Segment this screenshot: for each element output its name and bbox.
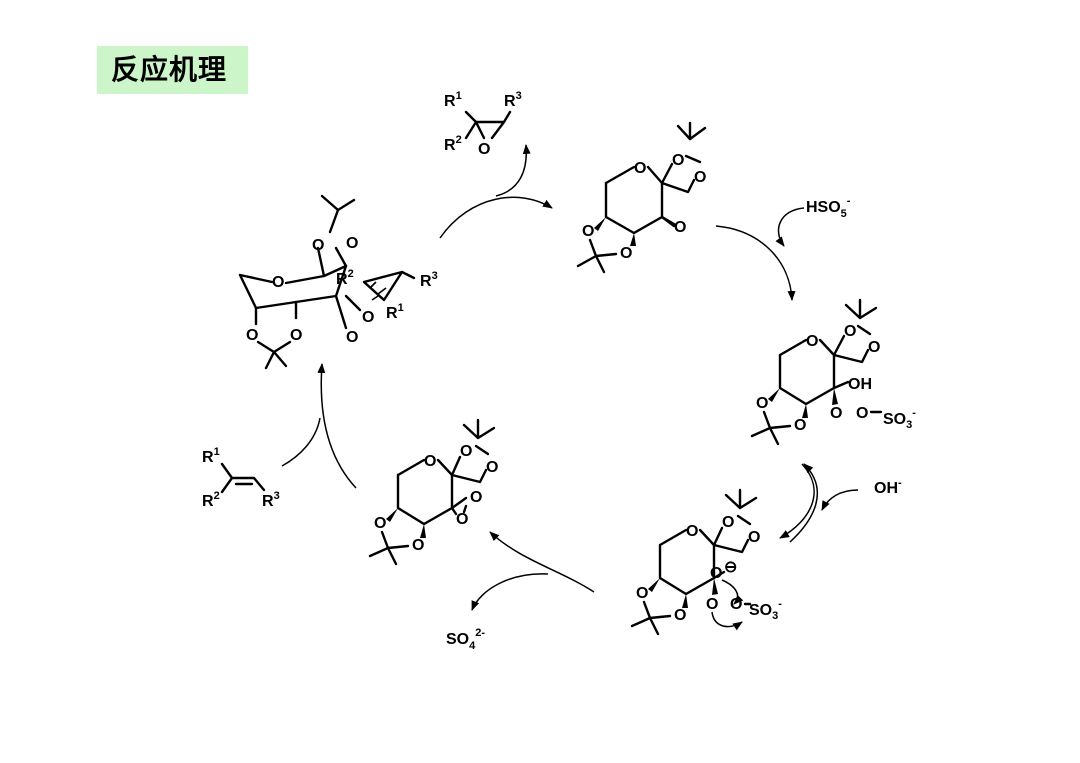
so4-label: SO42- xyxy=(446,627,485,652)
alkoxide-negative-charge: ⊖ xyxy=(724,559,737,576)
ring-oxygen-label: O xyxy=(634,160,646,177)
ts-r3-label: R3 xyxy=(420,270,438,290)
alkoxide-oxygen-label: O xyxy=(710,565,722,582)
arrow-hso5-in xyxy=(778,208,804,246)
dioxirane-dioxolane-oxygen-2: O xyxy=(486,459,498,476)
alkoxide-dioxolane-oxygen-1: O xyxy=(722,514,734,531)
alkoxide-acetonide-oxygen-left: O xyxy=(636,585,648,602)
arrow-adduct-to-alkoxide xyxy=(780,464,814,538)
ts-acetonide-oxygen-right: O xyxy=(290,327,302,344)
cycle-arrows xyxy=(282,145,858,610)
ts-ring-oxygen: O xyxy=(272,274,284,291)
dioxirane-oxygen-2: O xyxy=(456,511,468,528)
alkene-r2-label: R2 xyxy=(202,490,220,510)
acetonide-oxygen-bottom: O xyxy=(620,245,632,262)
arrow-alkoxide-to-dioxirane xyxy=(490,532,594,592)
oh-label: OH- xyxy=(874,477,902,497)
spiro-transition-state: O O O O O O O R2 R3 R1 xyxy=(240,196,438,368)
alkoxide-peroxy-oxygen-1: O xyxy=(706,596,718,613)
carbonyl-oxygen: O xyxy=(674,219,686,236)
adduct-dioxolane-oxygen-1: O xyxy=(844,323,856,340)
dioxirane-acetonide-oxygen-left: O xyxy=(374,515,386,532)
acetonide-oxygen-left: O xyxy=(582,223,594,240)
ts-dioxolane-oxygen-2: O xyxy=(346,235,358,252)
adduct-hydroxyl-label: OH xyxy=(848,376,872,393)
ts-r1-label: R1 xyxy=(386,302,404,322)
alkoxide-intermediate: O O O O ⊖ O O SO3- O O xyxy=(632,490,782,634)
adduct-acetonide-oxygen-bottom: O xyxy=(794,417,806,434)
arrow-dioxirane-to-ts xyxy=(321,364,356,488)
dioxirane-ring-oxygen: O xyxy=(424,453,436,470)
alkoxide-peroxy-oxygen-2: O xyxy=(730,596,742,613)
dioxolane-oxygen-2: O xyxy=(694,169,706,186)
ts-dioxirane-oxygen-1: O xyxy=(346,329,358,346)
arrow-oh-in xyxy=(822,490,858,510)
alkene-substrate: R1 R2 R3 xyxy=(202,446,280,510)
dioxirane-intermediate: O O O O O O O xyxy=(370,420,498,564)
arrow-ketone-to-adduct xyxy=(716,226,792,300)
ts-r2-label: R2 xyxy=(336,268,354,288)
adduct-ring-oxygen: O xyxy=(806,333,818,350)
alkoxide-acetonide-oxygen-bottom: O xyxy=(674,607,686,624)
alkene-r1-label: R1 xyxy=(202,446,220,466)
dioxirane-oxygen-1: O xyxy=(470,489,482,506)
criegee-adduct: O O O OH O O SO3- O O xyxy=(752,300,916,444)
ketone-catalyst: O O O O O O xyxy=(578,123,706,272)
adduct-peroxy-oxygen-1: O xyxy=(830,405,842,422)
alkoxide-dioxolane-oxygen-2: O xyxy=(748,529,760,546)
epoxide-oxygen-label: O xyxy=(478,141,490,158)
hso5-label: HSO5- xyxy=(806,195,851,220)
dioxirane-acetonide-oxygen-bottom: O xyxy=(412,537,424,554)
epoxide-r3-label: R3 xyxy=(504,90,522,110)
alkoxide-sulfate-label: SO3- xyxy=(749,598,782,622)
epoxide-product: R1 R3 R2 O xyxy=(444,90,522,158)
arrow-alkoxide-to-adduct xyxy=(790,464,817,542)
epoxide-r1-label: R1 xyxy=(444,90,462,110)
arrow-epoxide-release xyxy=(496,145,526,196)
adduct-acetonide-oxygen-left: O xyxy=(756,395,768,412)
dioxirane-dioxolane-oxygen-1: O xyxy=(460,443,472,460)
adduct-peroxy-oxygen-2: O xyxy=(856,405,868,422)
epoxide-r2-label: R2 xyxy=(444,134,462,154)
arrow-ts-to-ketone xyxy=(440,197,552,238)
dioxolane-oxygen-1: O xyxy=(672,152,684,169)
alkene-r3-label: R3 xyxy=(262,490,280,510)
ts-acetonide-oxygen-left: O xyxy=(246,327,258,344)
arrow-alkene-in xyxy=(282,418,320,466)
alkoxide-ring-oxygen: O xyxy=(686,523,698,540)
adduct-sulfate-label: SO3- xyxy=(883,407,916,431)
ts-dioxolane-oxygen-1: O xyxy=(312,237,324,254)
adduct-dioxolane-oxygen-2: O xyxy=(868,339,880,356)
ts-dioxirane-oxygen-2: O xyxy=(362,309,374,326)
arrow-so4-release xyxy=(472,574,548,610)
